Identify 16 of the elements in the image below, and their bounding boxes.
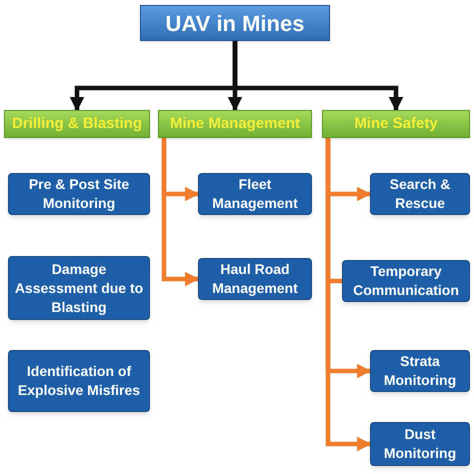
application-box: Haul Road Management	[198, 258, 312, 300]
category-box: Drilling & Blasting	[4, 110, 150, 138]
application-box: Damage Assessment due to Blasting	[8, 256, 150, 320]
application-box: Fleet Management	[198, 173, 312, 215]
application-box: Pre & Post Site Monitoring	[8, 173, 150, 215]
application-box: Identification of Explosive Misfires	[8, 350, 150, 412]
connector-arrow	[162, 138, 200, 286]
application-box: Temporary Communication	[342, 260, 470, 302]
category-box: Mine Management	[158, 110, 312, 138]
application-box: Dust Monitoring	[370, 422, 470, 466]
category-box: Mine Safety	[322, 110, 470, 138]
application-box: Search & Rescue	[370, 173, 470, 215]
connector-arrow	[232, 41, 404, 112]
connector-arrow	[326, 138, 372, 452]
title-box: UAV in Mines	[140, 5, 330, 41]
application-box: Strata Monitoring	[370, 350, 470, 392]
